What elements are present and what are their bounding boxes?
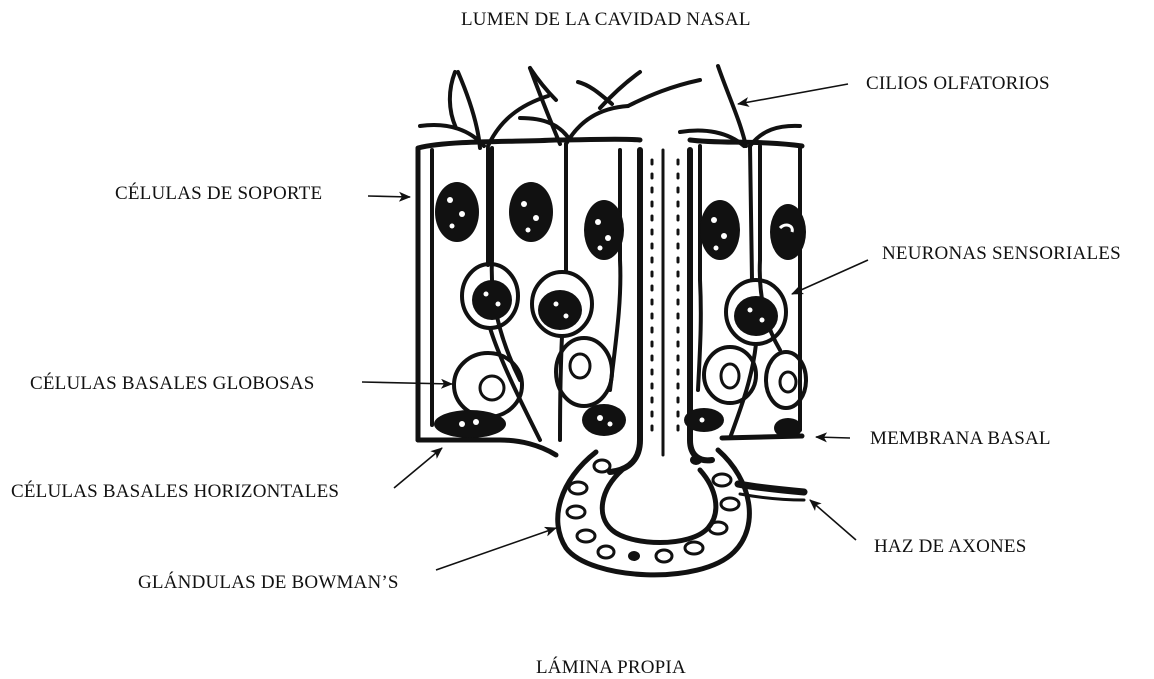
support-nucleus	[584, 200, 624, 260]
neuron-nucleus	[538, 290, 582, 330]
label-neuronas: NEURONAS SENSORIALES	[882, 244, 1121, 263]
arrow-soporte	[368, 196, 410, 197]
olfactory-cilia	[420, 66, 800, 148]
arrow-neuronas	[792, 260, 868, 294]
label-membrana: MEMBRANA BASAL	[870, 429, 1051, 448]
arrow-membrana	[816, 437, 850, 438]
label-globosas: CÉLULAS BASALES GLOBOSAS	[30, 374, 315, 393]
neuron-nucleus	[734, 296, 778, 336]
label-cilios: CILIOS OLFATORIOS	[866, 74, 1050, 93]
support-nucleus	[509, 182, 553, 242]
support-nucleus	[435, 182, 479, 242]
support-nucleus	[770, 204, 806, 260]
horizontal-basal-cells	[434, 404, 802, 438]
label-arrows	[362, 84, 868, 570]
arrow-globosas	[362, 382, 452, 384]
label-horizontales: CÉLULAS BASALES HORIZONTALES	[11, 482, 339, 501]
support-nucleus	[700, 200, 740, 260]
label-soporte: CÉLULAS DE SOPORTE	[115, 184, 322, 203]
arrow-horizontales	[394, 448, 442, 488]
neuron-nucleus	[472, 280, 512, 320]
bowman-gland	[558, 450, 750, 575]
label-lumen: LUMEN DE LA CAVIDAD NASAL	[461, 10, 751, 29]
arrow-cilios	[738, 84, 848, 104]
arrow-axones	[810, 500, 856, 540]
label-bowman: GLÁNDULAS DE BOWMAN’S	[138, 573, 399, 592]
label-lamina-propia: LÁMINA PROPIA	[536, 658, 686, 677]
sensory-neurons	[462, 144, 786, 440]
label-axones: HAZ DE AXONES	[874, 537, 1027, 556]
arrow-bowman	[436, 528, 556, 570]
